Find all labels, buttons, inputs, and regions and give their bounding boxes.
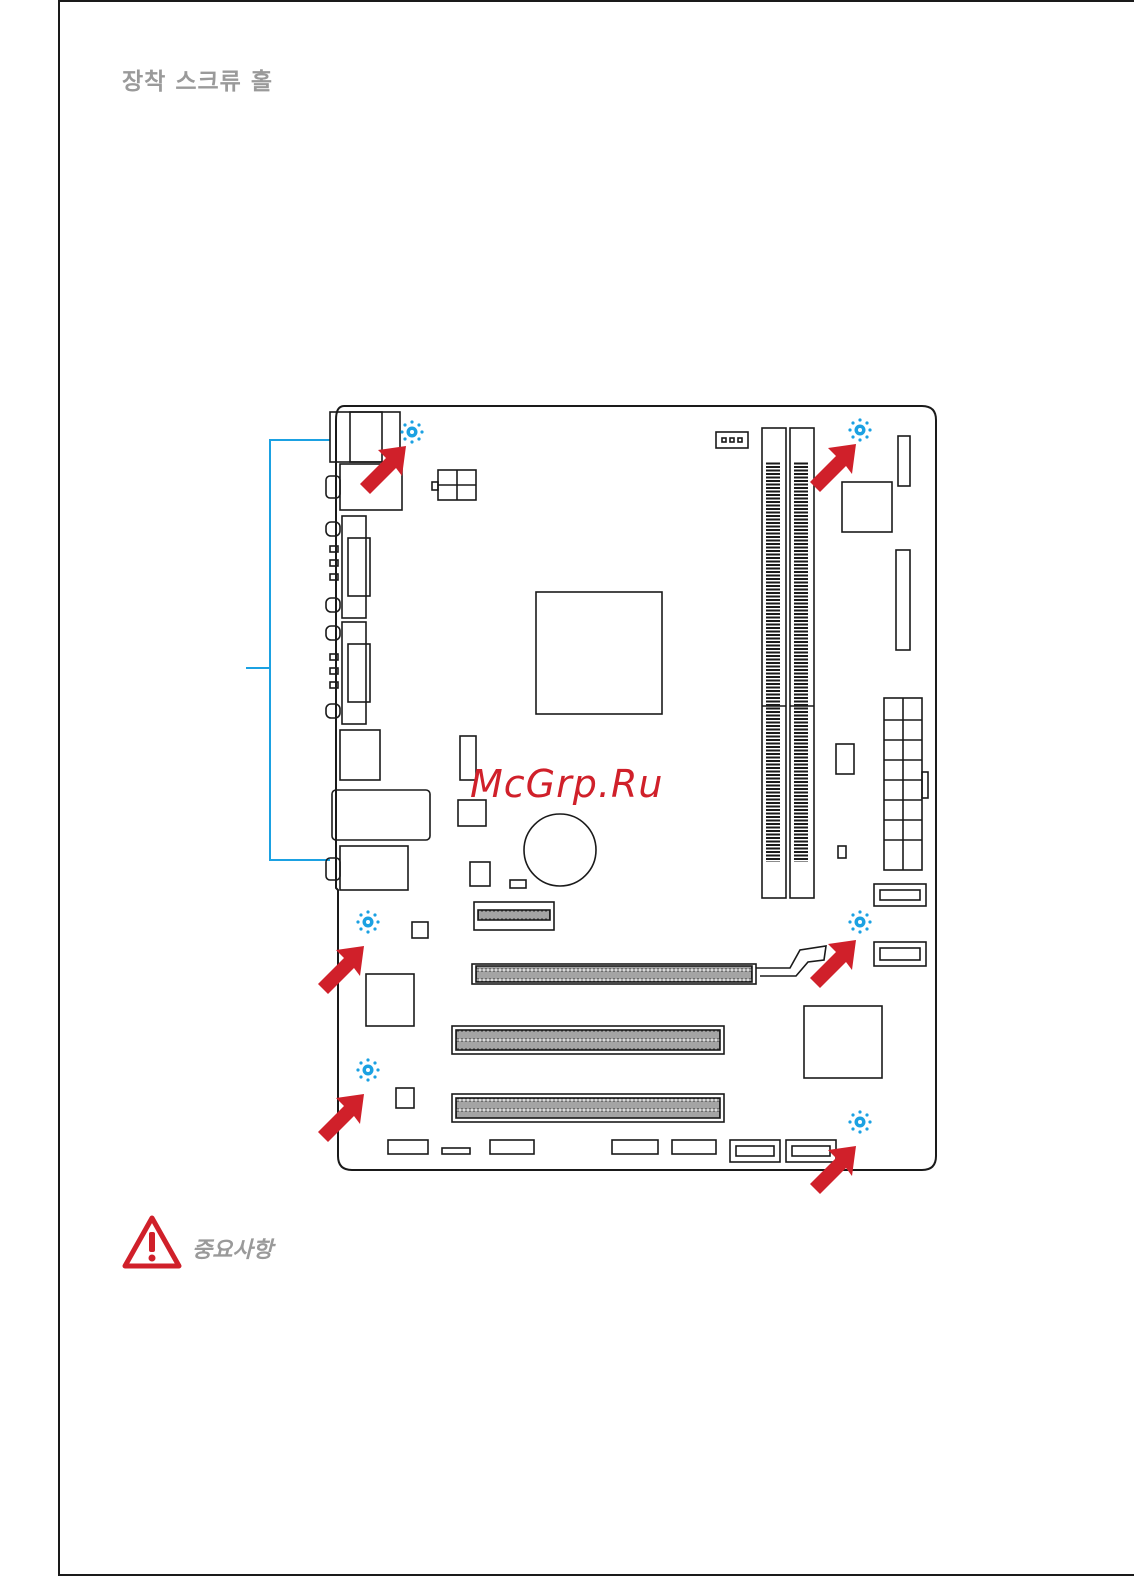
watermark-text: McGrp.Ru bbox=[470, 762, 663, 806]
important-notice: 중요사항 bbox=[122, 1212, 342, 1274]
important-label: 중요사항 bbox=[192, 1232, 273, 1264]
io-bracket-line bbox=[246, 440, 330, 860]
warning-triangle-icon bbox=[122, 1214, 182, 1270]
